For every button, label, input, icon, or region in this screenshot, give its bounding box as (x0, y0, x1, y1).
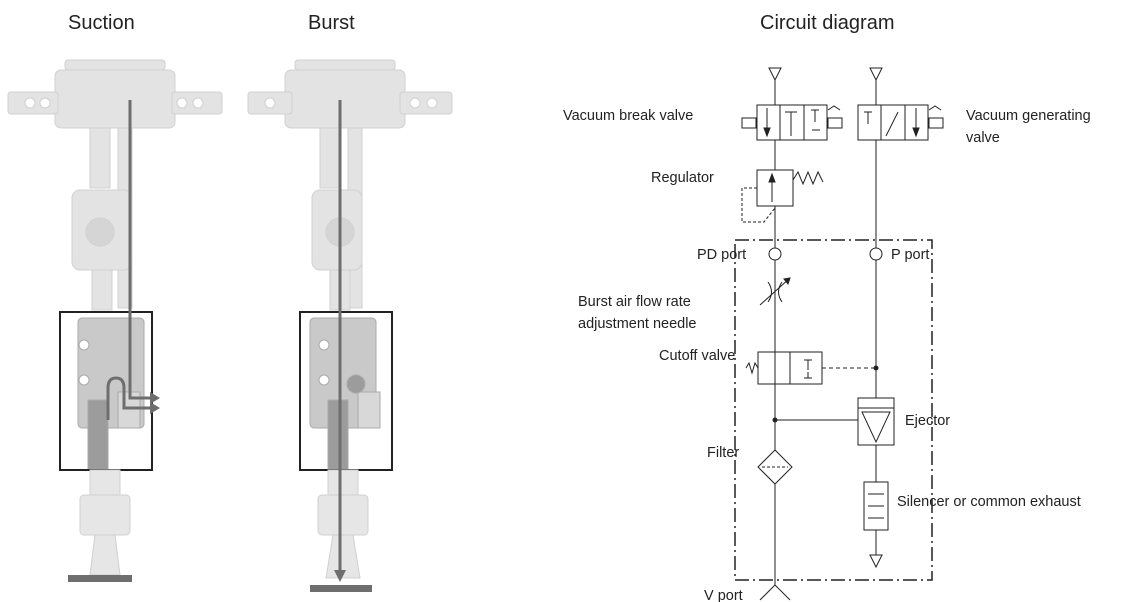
burst-needle-symbol (759, 277, 791, 306)
suction-manifold (7, 59, 223, 129)
pd-port-symbol (768, 247, 782, 261)
suction-title: Suction (68, 12, 135, 34)
burst-illustration (247, 59, 453, 592)
right-supply-symbol (869, 67, 883, 82)
regulator-symbol (741, 169, 824, 223)
circuit-diagram-title: Circuit diagram (760, 12, 895, 34)
burst-ejector-block (309, 317, 381, 471)
burst-title: Burst (308, 12, 355, 34)
silencer-symbol (863, 481, 889, 569)
burst-manifold (247, 59, 453, 129)
cutoff-valve-symbol (745, 351, 876, 385)
burst-valve-body (311, 127, 363, 311)
label-burst-needle-line1: Burst air flow rate (578, 294, 691, 310)
label-vacuum-generating-valve-line2: valve (966, 130, 1000, 146)
vacuum-break-valve-symbol (741, 104, 843, 141)
burst-cup (317, 469, 369, 579)
left-supply-symbol (768, 67, 782, 82)
burst-workpiece (310, 585, 372, 592)
burst-arrowhead (334, 570, 346, 582)
suction-cup (79, 469, 131, 576)
label-cutoff-valve: Cutoff valve (659, 348, 735, 364)
label-vacuum-break-valve: Vacuum break valve (563, 108, 693, 124)
suction-workpiece (68, 575, 132, 582)
label-vacuum-generating-valve-line1: Vacuum generating (966, 108, 1091, 124)
p-port-symbol (869, 247, 883, 261)
label-burst-needle-line2: adjustment needle (578, 316, 697, 332)
suction-arrowheads (150, 392, 160, 414)
label-regulator: Regulator (651, 170, 714, 186)
label-silencer: Silencer or common exhaust (897, 494, 1081, 510)
suction-illustration (7, 59, 223, 582)
filter-symbol (757, 449, 793, 485)
ejector-symbol (857, 397, 895, 446)
vacuum-generating-valve-symbol (857, 104, 944, 141)
label-filter: Filter (707, 445, 739, 461)
suction-flow-arrows (106, 100, 152, 420)
label-v-port: V port (704, 588, 743, 602)
label-p-port: P port (891, 247, 929, 263)
label-ejector: Ejector (905, 413, 950, 429)
unit-enclosure (734, 239, 933, 581)
label-pd-port: PD port (697, 247, 746, 263)
v-port-symbol (759, 584, 791, 601)
